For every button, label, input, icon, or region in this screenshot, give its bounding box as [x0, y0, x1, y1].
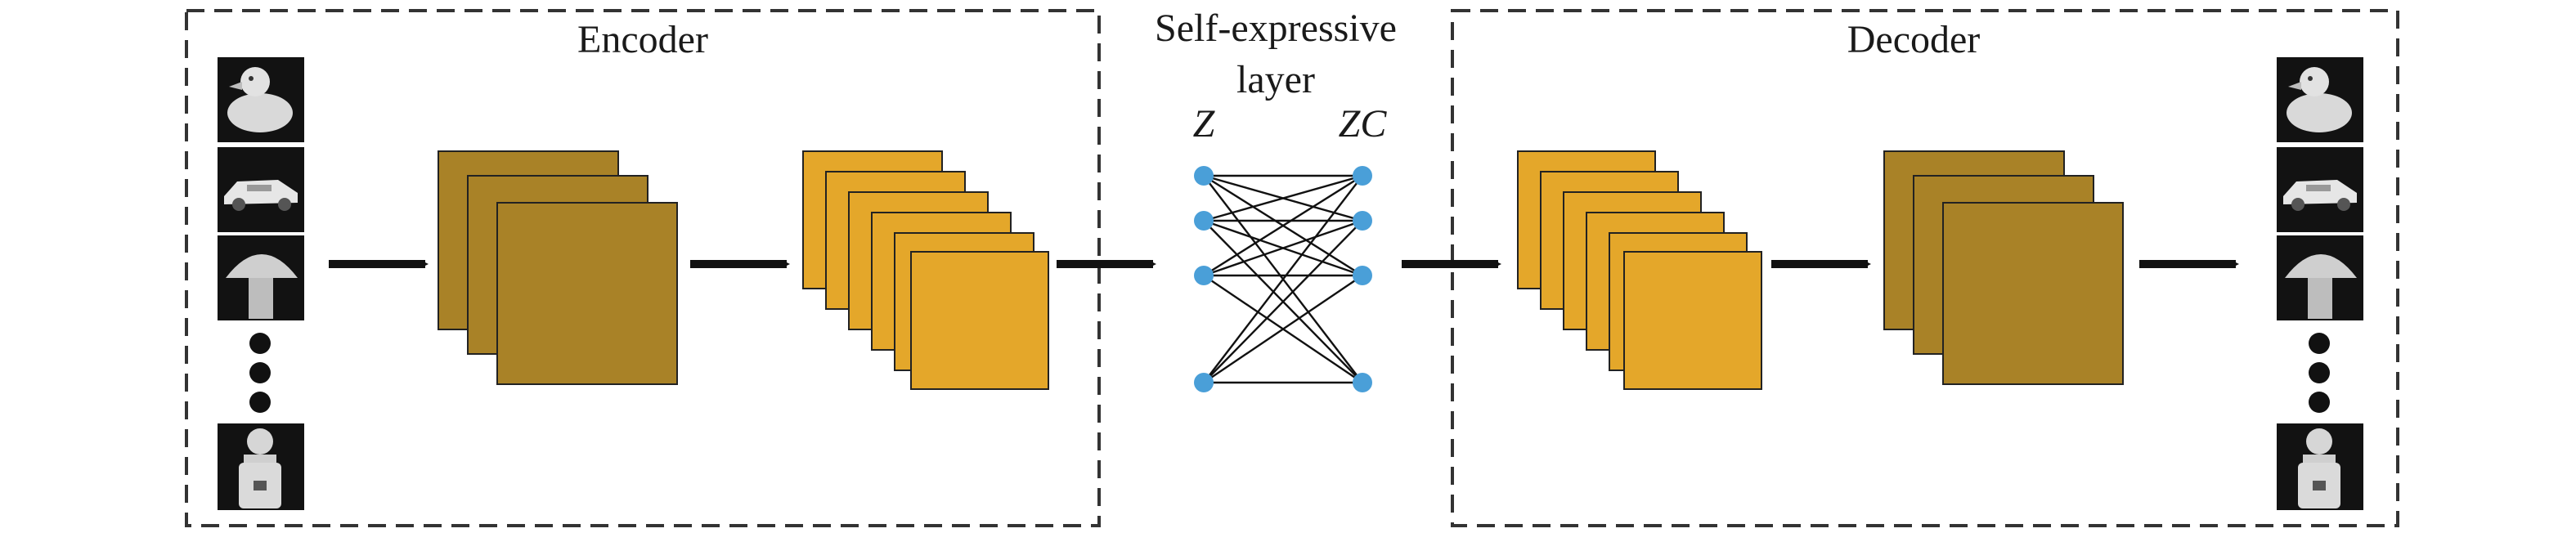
decoder-border — [1451, 9, 2399, 527]
self-expressive-title-line1: Self-expressive — [1155, 7, 1397, 50]
self-expressive-title-line2: layer — [1236, 58, 1315, 101]
decoder-feature-maps-dark — [1883, 150, 2124, 385]
z-node — [1194, 166, 1214, 186]
connection-edge — [1203, 219, 1363, 277]
encoder-feature-maps-light — [802, 150, 1049, 390]
zc-node — [1353, 266, 1372, 285]
input-car-image — [218, 147, 304, 232]
input-bottle-image — [218, 423, 304, 510]
input-ellipsis — [249, 333, 271, 413]
feature-map — [1942, 202, 2124, 385]
z-node — [1194, 266, 1214, 285]
self-expressive-right-nodes — [1353, 166, 1372, 392]
zc-node — [1353, 211, 1372, 231]
connection-edge — [1203, 275, 1363, 383]
connection-edge — [1203, 175, 1363, 383]
input-mushroom-image — [218, 235, 304, 320]
decoder-title: Decoder — [1847, 18, 1981, 61]
zc-label: ZC — [1339, 102, 1388, 146]
output-bottle-image — [2277, 423, 2363, 510]
connection-edge — [1203, 174, 1363, 222]
z-label: Z — [1193, 102, 1216, 146]
encoder-feature-maps-dark — [438, 150, 678, 385]
connection-edge — [1203, 174, 1363, 277]
output-mushroom-image — [2277, 235, 2363, 320]
z-node — [1194, 211, 1214, 231]
zc-node — [1353, 166, 1372, 186]
output-images — [2277, 57, 2363, 510]
input-images — [218, 57, 304, 510]
feature-map — [910, 251, 1049, 390]
input-duck-image — [218, 57, 304, 142]
self-expressive-connections — [1203, 174, 1363, 384]
encoder-title: Encoder — [577, 18, 708, 61]
decoder-feature-maps-light — [1517, 150, 1762, 390]
z-node — [1194, 373, 1214, 392]
output-ellipsis — [2309, 333, 2330, 413]
self-expressive-left-nodes — [1194, 166, 1214, 392]
feature-map — [496, 202, 678, 385]
output-car-image — [2277, 147, 2363, 232]
feature-map — [1623, 251, 1762, 390]
output-duck-image — [2277, 57, 2363, 142]
connection-edge — [1203, 220, 1363, 383]
zc-node — [1353, 373, 1372, 392]
